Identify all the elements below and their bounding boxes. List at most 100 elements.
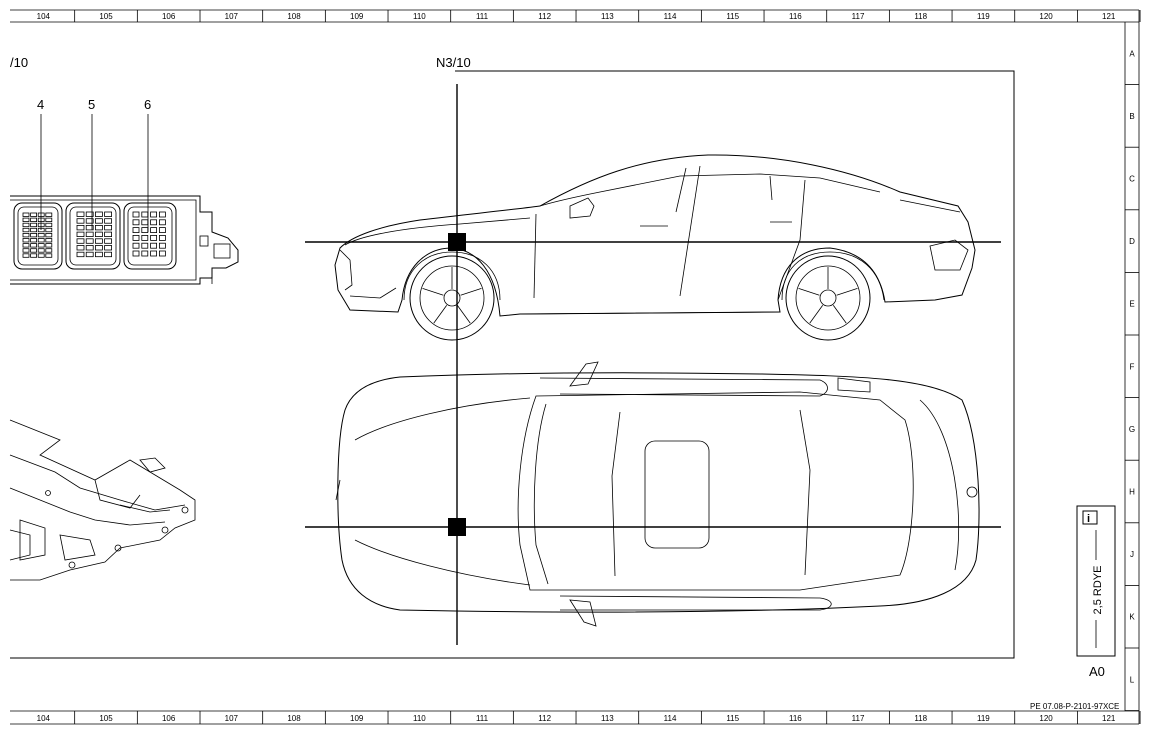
top-column-label: 116 — [789, 12, 802, 21]
connector-pin — [37, 212, 45, 217]
connector-number-4: 4 — [37, 97, 44, 112]
connector-pin — [141, 211, 149, 218]
top-column-label: 117 — [852, 12, 865, 21]
wheel-spoke — [798, 288, 820, 296]
row-label: E — [1129, 300, 1134, 309]
connector-pin — [30, 232, 38, 238]
connector-pin — [76, 224, 85, 231]
connector-pin — [150, 242, 158, 249]
connector-pin — [141, 219, 149, 226]
connector-number-6: 6 — [144, 97, 151, 112]
center-title: N3/10 — [436, 55, 471, 70]
connector-pin — [30, 238, 38, 243]
document-code: PE 07.08-P-2101-97XCE — [1030, 702, 1119, 711]
connector-pin — [22, 222, 30, 228]
wheel-spoke — [832, 305, 847, 324]
car-top-view — [335, 361, 980, 627]
bottom-column-label: 113 — [601, 714, 614, 723]
connector-pin — [37, 222, 45, 228]
connector-pin — [150, 234, 158, 241]
component-frame — [10, 70, 1015, 659]
connector-pin — [104, 211, 112, 217]
connector-pin — [76, 218, 85, 224]
wire-spec-text: 2,5 RDYE — [1092, 566, 1104, 615]
connector-pin — [76, 231, 85, 238]
connector-pin — [141, 227, 149, 234]
connector-pin — [104, 251, 112, 258]
connector-pin — [85, 224, 94, 231]
wheel-spoke — [809, 305, 824, 324]
top-column-label: 121 — [1102, 12, 1116, 21]
connector-pin — [37, 217, 45, 223]
connector-pin — [95, 218, 103, 224]
bottom-column-label: 107 — [225, 714, 239, 723]
connector-6 — [123, 202, 177, 270]
top-column-label: 120 — [1039, 12, 1053, 21]
connector-pin — [141, 250, 149, 257]
top-column-label: 104 — [37, 12, 51, 21]
connector-pin — [30, 243, 38, 248]
connector-pin — [22, 227, 30, 233]
connector-pin — [45, 227, 53, 233]
connector-number-5: 5 — [88, 97, 95, 112]
top-column-label: 115 — [726, 12, 739, 21]
bottom-column-label: 121 — [1102, 714, 1116, 723]
info-icon — [1082, 510, 1098, 525]
top-column-label: 108 — [287, 12, 301, 21]
wheel-spoke — [456, 305, 471, 324]
ground-label: A0 — [1089, 664, 1105, 679]
connector-pin — [95, 251, 103, 258]
connector-pin — [37, 248, 45, 253]
connector-pin — [22, 248, 30, 253]
connector-pin — [22, 238, 30, 243]
front-wheel — [409, 255, 495, 341]
connector-pin — [141, 242, 149, 249]
bottom-column-label: 110 — [413, 714, 426, 723]
connector-pin — [85, 231, 94, 238]
row-label: A — [1129, 49, 1135, 58]
bottom-column-label: 108 — [287, 714, 301, 723]
connector-pin — [30, 212, 38, 217]
top-column-label: 109 — [350, 12, 364, 21]
top-column-label: 119 — [977, 12, 990, 21]
connector-pin — [95, 245, 103, 251]
connector-pin — [45, 217, 53, 223]
connector-pin — [150, 211, 158, 218]
connector-pin — [158, 211, 166, 218]
connector-pin — [45, 248, 53, 253]
bottom-column-label: 111 — [476, 714, 489, 723]
bottom-column-label: 109 — [350, 714, 364, 723]
connector-pin — [104, 231, 112, 238]
connector-5 — [65, 202, 121, 270]
connector-pin — [45, 243, 53, 248]
top-column-label: 107 — [225, 12, 239, 21]
left-title: /10 — [10, 55, 28, 70]
connector-pin — [150, 250, 158, 257]
connector-pin — [158, 250, 166, 257]
car-side-view — [334, 154, 976, 341]
connector-pin — [37, 243, 45, 248]
connector-pin — [76, 251, 85, 258]
connector-pin — [37, 238, 45, 243]
bottom-column-label: 120 — [1039, 714, 1053, 723]
wheel-spoke — [422, 288, 444, 296]
connector-pin — [95, 211, 103, 217]
row-label: F — [1130, 362, 1135, 371]
bottom-column-label: 117 — [852, 714, 865, 723]
row-label: H — [1129, 488, 1135, 497]
bottom-column-label: 116 — [789, 714, 802, 723]
connector-pin — [150, 219, 158, 226]
connector-pin — [85, 218, 94, 224]
connector-pin — [37, 227, 45, 233]
top-column-label: 113 — [601, 12, 614, 21]
row-label: B — [1129, 112, 1134, 121]
bottom-column-label: 114 — [664, 714, 677, 723]
top-column-label: 112 — [538, 12, 551, 21]
bottom-column-label: 119 — [977, 714, 990, 723]
connector-pin — [132, 219, 140, 226]
top-column-label: 105 — [99, 12, 113, 21]
rear-wheel — [785, 255, 871, 341]
bottom-column-label: 118 — [914, 714, 927, 723]
